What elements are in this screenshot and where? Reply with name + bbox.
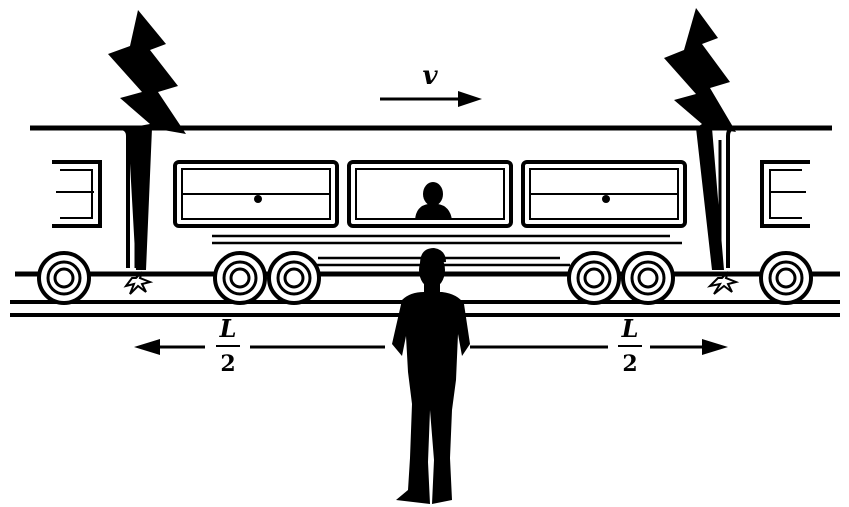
- distance-arrow-right: [470, 339, 728, 355]
- fraction-right-numerator: L: [621, 314, 639, 343]
- fraction-left-numerator: L: [219, 314, 237, 343]
- wheel: [269, 253, 319, 303]
- wheel: [761, 253, 811, 303]
- observer-silhouette: [392, 248, 470, 504]
- wheel: [215, 253, 265, 303]
- fraction-left-denominator: 2: [220, 351, 235, 377]
- window-dot: [602, 195, 610, 203]
- lightning-bolt-left: [108, 10, 186, 270]
- velocity-label: v: [422, 61, 438, 91]
- velocity-arrow: [380, 91, 482, 107]
- wheel: [569, 253, 619, 303]
- fraction-right-denominator: 2: [622, 351, 637, 377]
- window-dot: [254, 195, 262, 203]
- wheel: [623, 253, 673, 303]
- distance-arrow-left: [134, 339, 385, 355]
- fraction-left: L 2: [216, 314, 240, 377]
- wheel: [39, 253, 89, 303]
- lightning-bolt-right: [664, 8, 736, 270]
- fraction-right: L 2: [618, 314, 642, 377]
- passenger-silhouette: [415, 182, 452, 220]
